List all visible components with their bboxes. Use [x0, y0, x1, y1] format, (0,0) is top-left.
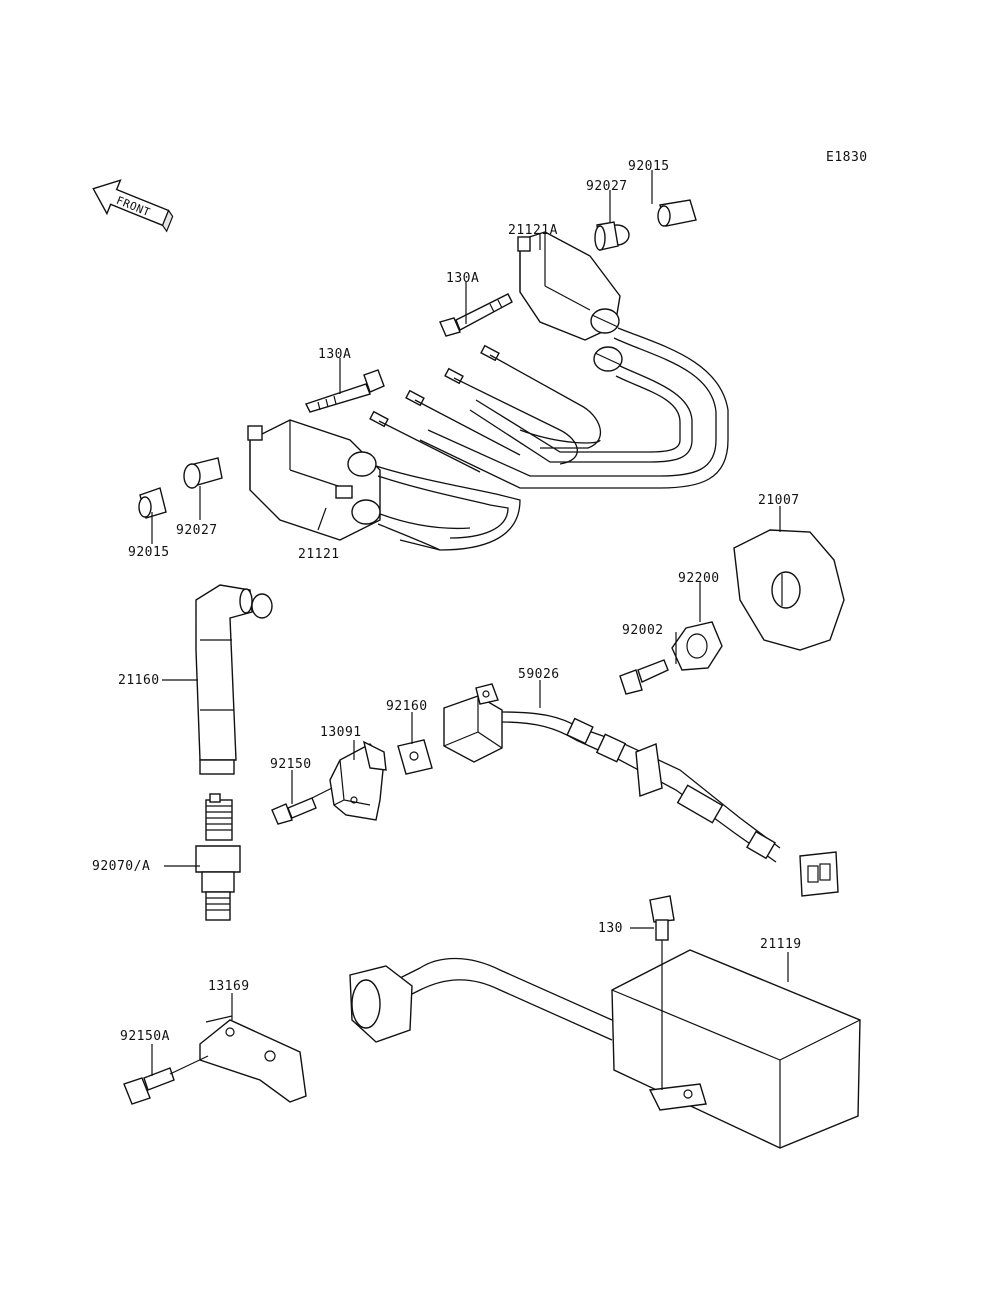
bolt-92002: [619, 659, 669, 695]
lower-coil-leads: [375, 465, 521, 551]
diagram-code: E1830: [826, 150, 868, 165]
leader-lines: [151, 170, 789, 1076]
front-arrow-icon: FRONT: [92, 179, 174, 233]
plug-cap-21160: [195, 584, 273, 775]
label-130A-left: 130A: [318, 347, 351, 362]
label-21007: 21007: [758, 493, 800, 508]
label-92027-top: 92027: [586, 179, 628, 194]
label-92200: 92200: [678, 571, 720, 586]
bolt-130: [649, 895, 675, 1090]
ignition-coil-21121A: [517, 231, 623, 372]
label-13169: 13169: [208, 979, 250, 994]
timing-rotor-21007: [733, 529, 845, 651]
label-92070A: 92070/A: [92, 859, 150, 874]
collar-92027-top: [594, 221, 630, 251]
label-92015-left: 92015: [128, 545, 170, 560]
label-130: 130: [598, 921, 623, 936]
collar-92160: [397, 739, 433, 775]
label-21160: 21160: [118, 673, 160, 688]
bracket-13091: [329, 740, 387, 821]
label-21121A: 21121A: [508, 223, 558, 238]
part-labels: 92015 92027 21121A 130A 130A 92027 92015…: [92, 159, 802, 1044]
label-59026: 59026: [518, 667, 560, 682]
label-130A-top: 130A: [446, 271, 479, 286]
label-92150A: 92150A: [120, 1029, 170, 1044]
collar-92015-top: [657, 199, 697, 227]
upper-coil-leads: [369, 327, 729, 489]
label-92002: 92002: [622, 623, 664, 638]
spark-plug-92070A: [195, 793, 241, 921]
label-21119: 21119: [760, 937, 802, 952]
bolt-130A-left: [305, 369, 385, 413]
igniter-21119: [349, 949, 861, 1149]
bolt-92150A: [123, 1067, 175, 1105]
bolt-92150: [271, 797, 317, 825]
pickup-coil-59026: [443, 683, 839, 897]
collar-92015-left: [138, 487, 167, 519]
label-92160: 92160: [386, 699, 428, 714]
label-92015-top: 92015: [628, 159, 670, 174]
bolt-130A-top: [439, 293, 513, 337]
label-92027-left: 92027: [176, 523, 218, 538]
nut-92200: [671, 621, 723, 671]
label-21121: 21121: [298, 547, 340, 562]
bracket-13169: [199, 1015, 307, 1103]
collar-92027-left: [183, 457, 223, 489]
ignition-coil-21121: [247, 419, 381, 541]
label-92150: 92150: [270, 757, 312, 772]
label-13091: 13091: [320, 725, 362, 740]
